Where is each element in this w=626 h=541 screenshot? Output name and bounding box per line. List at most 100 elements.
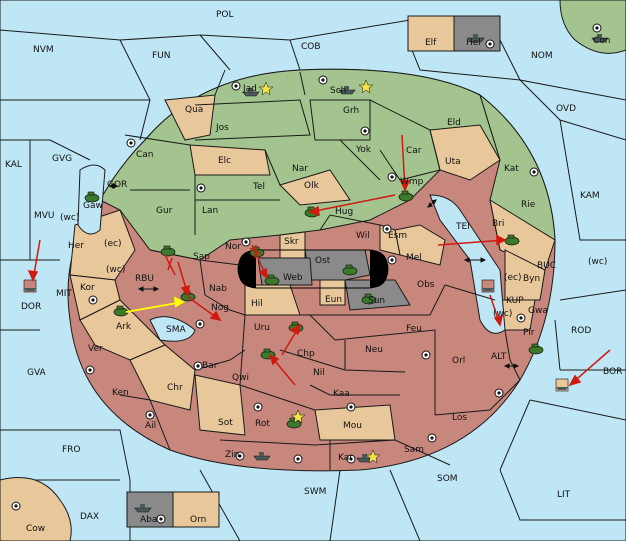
green-region-label: Gaw xyxy=(83,201,103,211)
supply-centers xyxy=(11,23,602,524)
region-hel[interactable] xyxy=(453,15,501,52)
supply-center-icon xyxy=(346,454,356,464)
supply-center-icon xyxy=(346,402,356,412)
tan-region-label: Skr xyxy=(284,237,299,247)
supply-center-icon xyxy=(253,402,263,412)
tube-right-end xyxy=(370,250,388,288)
green-region-label: Kat xyxy=(504,164,519,174)
army-unit-icon xyxy=(264,274,280,286)
fleet-unit-icon xyxy=(23,279,37,293)
grey-region-label: Web xyxy=(283,273,303,283)
supply-center-icon xyxy=(427,433,437,443)
supply-center-icon xyxy=(88,295,98,305)
green-region-label: Uta xyxy=(445,157,461,167)
red-region-label: Orl xyxy=(452,356,465,366)
red-region-label: Rot xyxy=(255,419,270,429)
tan-region-label: Esm xyxy=(388,231,407,241)
army-unit-icon xyxy=(528,343,544,355)
fleet-unit-icon xyxy=(134,504,152,513)
green-region-label: Rie xyxy=(521,200,536,210)
region-byn[interactable] xyxy=(504,249,546,301)
grey-region-label: Sun xyxy=(368,296,385,306)
sea-region-label: SWM xyxy=(304,487,326,497)
green-region-label: Jad xyxy=(242,84,257,94)
stars xyxy=(258,79,381,464)
region-qua[interactable] xyxy=(164,94,216,141)
red-region-label: Bar xyxy=(202,361,218,371)
sea-region-label: ALT xyxy=(491,352,507,362)
green-region-label: Sap xyxy=(193,252,210,262)
red-region-label: Nog xyxy=(211,303,229,313)
army-unit-icon xyxy=(342,264,358,276)
sea-region-label: COB xyxy=(301,42,321,52)
grey-region-label: Hel xyxy=(466,38,481,48)
red-region-label: Ver xyxy=(88,344,103,354)
supply-center-icon xyxy=(494,388,504,398)
region-cow[interactable] xyxy=(0,477,72,541)
tan-region-label: Gwa xyxy=(528,306,548,316)
sea-region-label: (wc) xyxy=(106,265,125,275)
supply-center-icon xyxy=(387,255,397,265)
green-region-label: Sch xyxy=(330,86,346,96)
supply-center-icon xyxy=(145,410,155,420)
green-region-label: Wil xyxy=(356,231,370,241)
sea-region-label: GOR xyxy=(107,180,127,190)
supply-center-icon xyxy=(318,75,328,85)
supply-center-icon xyxy=(241,237,251,247)
tan-region-label: Hil xyxy=(251,299,263,309)
tube-left-end xyxy=(238,250,256,288)
sea-borders xyxy=(0,19,626,541)
region-elf[interactable] xyxy=(407,15,455,52)
red-region-label: Pir xyxy=(523,328,535,338)
supply-center-icon xyxy=(529,167,539,177)
sea-region-label: BOR xyxy=(603,367,622,377)
supply-center-icon xyxy=(85,365,95,375)
sea-region-label: (ec) xyxy=(104,239,122,249)
fleet-unit-icon xyxy=(555,378,569,392)
red-region-label: Obs xyxy=(417,280,435,290)
green-region-label: Wmp xyxy=(400,177,424,187)
sea-region-label: OVD xyxy=(556,104,576,114)
fleet-unit-icon xyxy=(591,34,609,43)
sea-region-label: RBU xyxy=(135,274,154,284)
red-region-label: Kar xyxy=(338,453,353,463)
tan-region-label: Ark xyxy=(116,322,132,332)
red-region-label: Nil xyxy=(313,368,325,378)
sea-region-label: SMA xyxy=(166,325,186,335)
star-icon xyxy=(358,79,374,94)
supply-center-icon xyxy=(485,39,495,49)
sea-region-label: FRO xyxy=(62,445,81,455)
army-unit-icon xyxy=(504,234,520,246)
sea-region-label: SOM xyxy=(437,474,458,484)
red-region-label: Ken xyxy=(112,388,129,398)
region-sot[interactable] xyxy=(194,374,246,436)
order-arrows xyxy=(27,134,611,387)
green-region-label: Gur xyxy=(156,206,173,216)
region-elc[interactable] xyxy=(189,144,271,176)
red-region-label: Neu xyxy=(365,345,383,355)
sea-region-label: KAM xyxy=(580,191,600,201)
region-olk[interactable] xyxy=(279,169,351,206)
supply-center-icon xyxy=(231,81,241,91)
red-region-label: Feu xyxy=(406,324,422,334)
tan-region-label: Mel xyxy=(406,253,422,263)
sea-region-label: POL xyxy=(216,10,234,20)
army-unit-icon xyxy=(84,191,100,203)
army-unit-icon xyxy=(361,293,377,305)
red-region-label: Nab xyxy=(209,284,227,294)
fleet-unit-icon xyxy=(253,452,271,461)
tan-region-label: Byn xyxy=(523,274,540,284)
green-region-label: Lan xyxy=(202,206,218,216)
sea-region-label: KAL xyxy=(5,160,22,170)
supply-center-icon xyxy=(592,23,602,33)
grey-region-label: Ost xyxy=(315,256,331,266)
green-region-label: Grh xyxy=(343,106,359,116)
sea-region-label: DAX xyxy=(80,512,99,522)
red-region-label: Uru xyxy=(254,323,270,333)
sea-region-label: MVU xyxy=(34,211,55,221)
region-chr[interactable] xyxy=(129,344,196,411)
region-orn[interactable] xyxy=(172,491,220,528)
sea-region-label: GVG xyxy=(52,154,72,164)
supply-center-icon xyxy=(195,319,205,329)
